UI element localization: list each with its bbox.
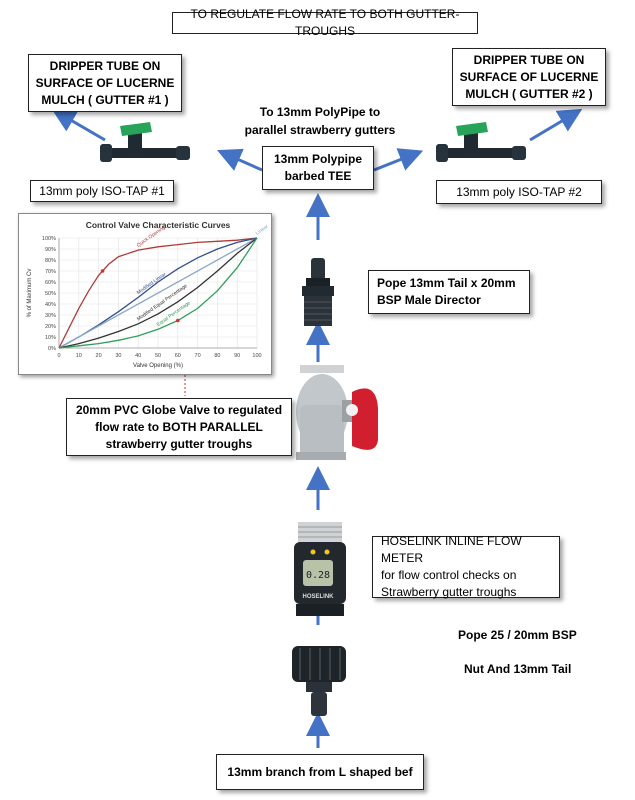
x-tick-label: 10: [76, 353, 82, 359]
series-label: Linear: [255, 224, 270, 237]
globe-valve-box: 20mm PVC Globe Valve to regulated flow r…: [66, 398, 292, 456]
pope-nut-label: Pope 25 / 20mm BSP Nut And 13mm Tail: [458, 628, 577, 676]
pope-tail-box: Pope 13mm Tail x 20mm BSP Male Director: [368, 270, 530, 314]
x-tick-label: 50: [155, 353, 161, 359]
series-line-linear: [58, 237, 258, 349]
y-tick-label: 40%: [45, 302, 56, 308]
x-tick-label: 80: [214, 353, 220, 359]
equal-percentage-marker: [176, 318, 180, 323]
y-axis-label: % of Maximum Cv: [27, 269, 33, 318]
x-tick-label: 20: [96, 353, 102, 359]
flow-meter-box: HOSELINK INLINE FLOW METER for flow cont…: [372, 534, 560, 599]
x-tick-label: 90: [234, 353, 240, 359]
iso-tap-2-box: 13mm poly ISO-TAP #2: [436, 180, 602, 204]
iso-tap-1-box: 13mm poly ISO-TAP #1: [30, 180, 174, 202]
y-tick-label: 100%: [42, 236, 56, 242]
valve-characteristic-chart: Control Valve Characteristic Curves 0 10 20…: [18, 213, 272, 375]
branch-box: 13mm branch from L shaped bef: [216, 754, 424, 790]
chart-title: Control Valve Characteristic Curves: [86, 220, 231, 230]
series-line-equal-percentage: [58, 237, 258, 349]
gutter-1-box: DRIPPER TUBE ON SURFACE OF LUCERNE MULCH…: [28, 54, 182, 112]
y-tick-label: 60%: [45, 280, 56, 286]
quick-opening-marker: [100, 269, 105, 273]
x-tick-label: 30: [115, 353, 121, 359]
title-box: TO REGULATE FLOW RATE TO BOTH GUTTER-TRO…: [172, 7, 478, 38]
y-tick-label: 50%: [45, 291, 56, 297]
parallel-note: To 13mm PolyPipe to parallel strawberry …: [244, 105, 396, 137]
x-tick-label: 40: [135, 353, 141, 359]
arrow-to-gutter-1: [51, 108, 106, 142]
y-tick-label: 80%: [45, 258, 56, 264]
y-tick-label: 30%: [45, 313, 56, 319]
y-tick-label: 70%: [45, 269, 56, 275]
x-tick-label: 70: [195, 353, 201, 359]
x-tick-label: 100: [252, 353, 261, 359]
x-tick-label: 60: [175, 353, 181, 359]
x-tick-label: 0: [57, 353, 60, 359]
tee-box: 13mm Polypipe barbed TEE: [262, 146, 374, 190]
y-tick-label: 20%: [45, 324, 56, 330]
y-tick-label: 0%: [48, 346, 56, 352]
series-line-modified-equal-percentage: [58, 237, 258, 349]
x-axis-label: Valve Opening (%): [133, 363, 183, 369]
y-tick-label: 10%: [45, 335, 56, 341]
title: TO REGULATE FLOW RATE TO BOTH GUTTER-TRO…: [190, 7, 460, 38]
gutter-2-box: DRIPPER TUBE ON SURFACE OF LUCERNE MULCH…: [452, 48, 606, 106]
arrow-right-from-tee: [373, 148, 424, 172]
chart-svg: Control Valve Characteristic Curves 0 10 20…: [27, 220, 270, 369]
arrow-to-gutter-2: [529, 108, 583, 142]
series-line-quick-opening: [58, 237, 258, 349]
arrow-left-from-tee: [217, 148, 263, 172]
y-tick-label: 90%: [45, 247, 56, 253]
series-label: Modified Linear: [136, 271, 168, 296]
